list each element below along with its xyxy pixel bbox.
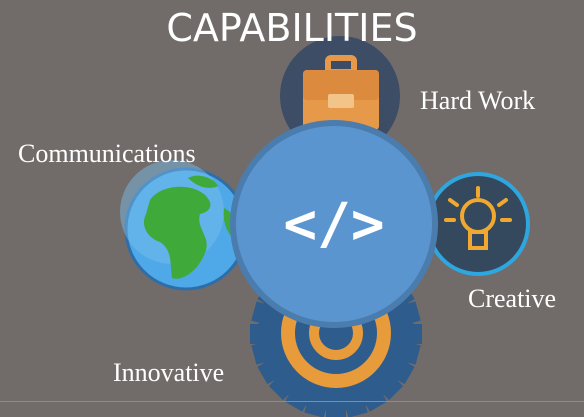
- label-creative: Creative: [468, 284, 557, 313]
- code-icon: </>: [230, 120, 438, 328]
- label-communications: Communications: [18, 139, 196, 168]
- label-innovative: Innovative: [113, 358, 225, 387]
- globe-icon: [120, 160, 248, 291]
- code-symbol: </>: [283, 192, 384, 257]
- lightbulb-icon: [426, 172, 530, 276]
- divider: [0, 401, 584, 402]
- label-hard-work: Hard Work: [420, 86, 536, 115]
- page-title: CAPABILITIES: [166, 6, 418, 50]
